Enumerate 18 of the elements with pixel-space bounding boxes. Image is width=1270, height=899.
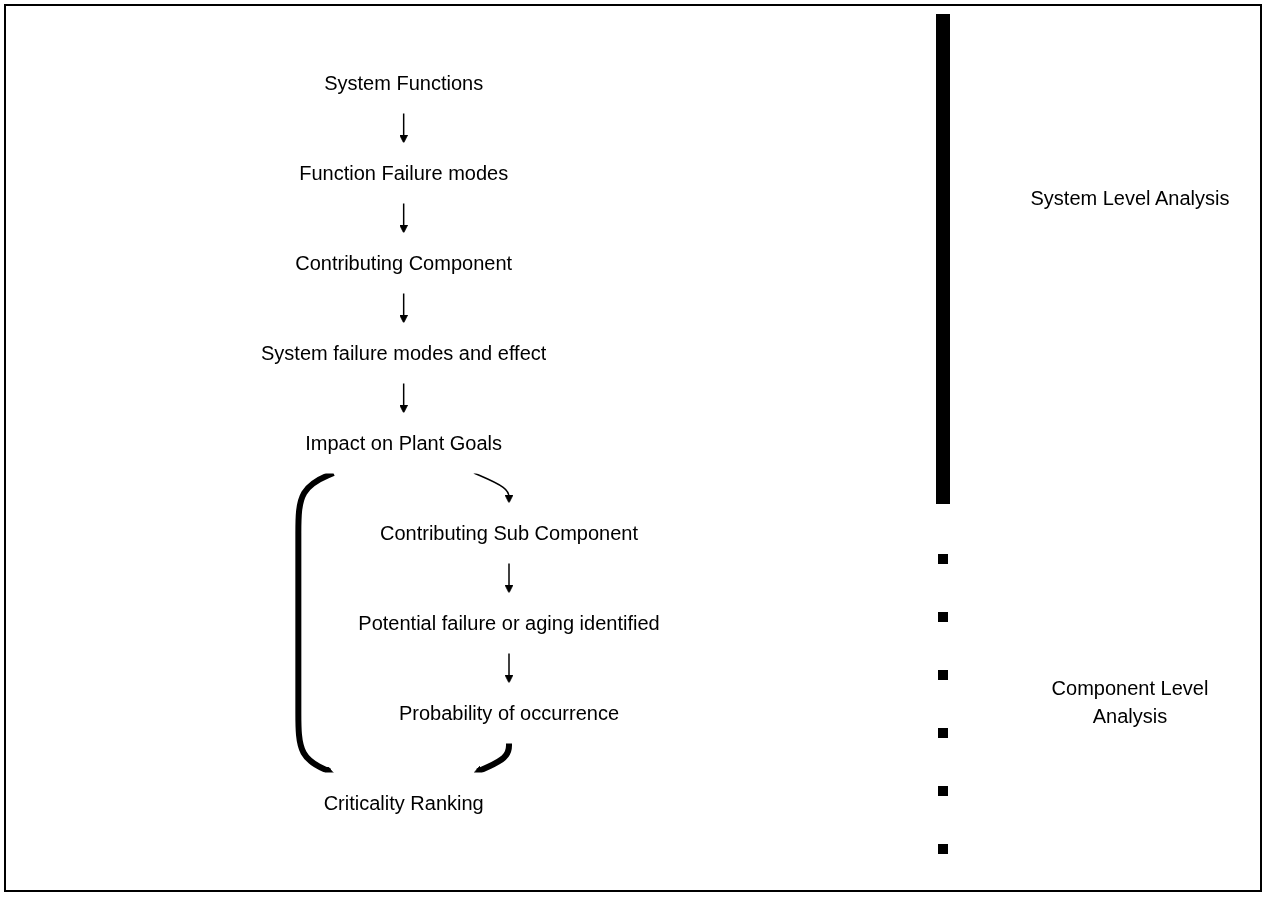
node-text: Criticality Ranking: [323, 792, 484, 814]
node-text: Impact on Plant Goals: [304, 432, 502, 454]
arrow: [398, 202, 408, 234]
arrow: [398, 382, 408, 414]
arrow: [504, 652, 514, 684]
node-text: Contributing Sub Component: [379, 522, 638, 544]
arrow: [473, 742, 512, 775]
level-label: Component Level Analysis: [1050, 676, 1210, 729]
arrow: [398, 112, 408, 144]
node-text: Potential failure or aging identified: [358, 612, 660, 634]
node-text: System failure modes and effect: [260, 342, 547, 364]
node-text: System Functions: [323, 72, 483, 94]
arrow: [504, 562, 514, 594]
level-label: System Level Analysis: [1030, 186, 1230, 211]
arrow: [398, 292, 408, 324]
node-text: Probability of occurrence: [398, 702, 619, 724]
node-text: Function Failure modes: [298, 162, 508, 184]
node-text: Contributing Component: [294, 252, 512, 274]
